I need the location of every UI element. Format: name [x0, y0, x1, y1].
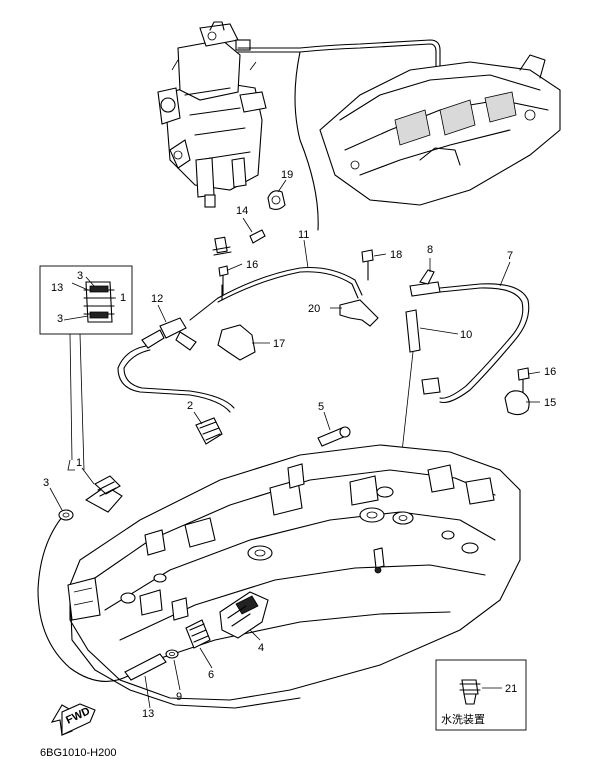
callout-14: 14: [236, 205, 248, 217]
detail-inset: [39, 265, 133, 471]
callout-15: 15: [544, 397, 556, 409]
callout-3: 3: [43, 477, 49, 489]
callout-5: 5: [318, 401, 324, 413]
clip-15: [504, 390, 530, 416]
vapor-separator-assembly: [157, 21, 267, 208]
washer-9: [165, 649, 179, 659]
bolt-16-left: [218, 265, 229, 296]
hose-13: [124, 653, 167, 681]
callout-1: 1: [76, 457, 82, 469]
hose-clip-19: [267, 190, 286, 211]
callout-21: 21: [505, 683, 517, 695]
connector-12: [141, 317, 197, 351]
detail-callout-3-top: 3: [77, 270, 83, 282]
detail-callout-3-bottom: 3: [57, 313, 63, 325]
clip-3: [58, 509, 74, 521]
callout-18: 18: [390, 249, 402, 261]
clamp-20: [339, 299, 379, 327]
hose-11: [217, 266, 363, 299]
fwd-arrow: FWD: [50, 703, 96, 736]
callout-20: 20: [308, 303, 320, 315]
inset-caption: 水洗装置: [441, 713, 485, 726]
upper-cowling-bracket: [319, 54, 561, 206]
callout-2: 2: [187, 400, 193, 412]
upper-hose: [237, 39, 441, 71]
diagram-code: 6BG1010-H200: [40, 747, 116, 759]
flush-joint-1: [84, 475, 123, 513]
joint-fitting: [212, 236, 232, 256]
detail-callout-13: 13: [51, 282, 63, 294]
callout-6: 6: [208, 669, 214, 681]
hose-10: [405, 309, 421, 353]
callout-16: 16: [246, 259, 258, 271]
callout-7: 7: [507, 250, 513, 262]
t-joint-8: [409, 269, 441, 297]
callout-13: 13: [142, 708, 154, 720]
callout-9: 9: [176, 691, 182, 703]
callout-12: 12: [151, 293, 163, 305]
bolt-5: [317, 426, 351, 447]
callout-8: 8: [427, 244, 433, 256]
bottom-cowling: [67, 444, 521, 709]
flush-device-inset: 水洗装置: [435, 659, 527, 731]
callout-19: 19: [281, 169, 293, 181]
callout-16b: 16: [544, 366, 556, 378]
callout-17: 17: [273, 338, 285, 350]
detail-callout-1: 1: [120, 292, 126, 304]
hose-7: [439, 283, 530, 404]
callout-11: 11: [298, 229, 309, 241]
grommet-4: [219, 591, 269, 639]
joint-14: [249, 229, 266, 244]
callout-4: 4: [258, 642, 264, 654]
bolt-18: [361, 249, 374, 281]
bracket-17: [217, 324, 256, 361]
nut-6: [185, 619, 211, 649]
callout-labels: 19 14 11 8 7 18 16 12 20 10 17 16 15 2 5…: [43, 169, 556, 720]
callout-10: 10: [460, 329, 472, 341]
leader-lines: [49, 179, 541, 709]
grommet-2: [195, 417, 223, 445]
